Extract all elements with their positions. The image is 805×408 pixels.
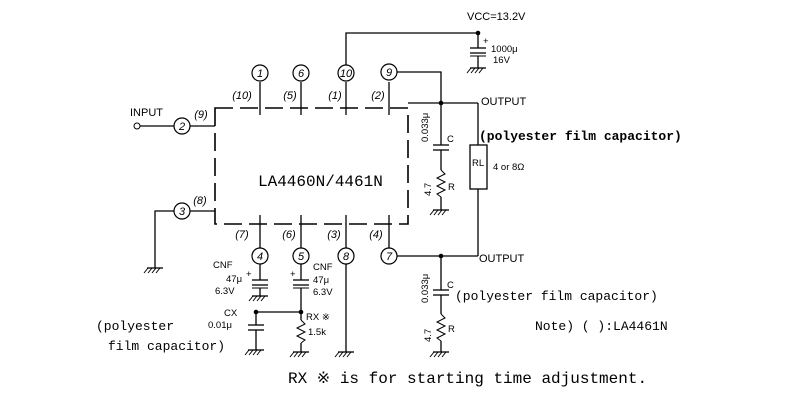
ground-symbol-supply — [466, 67, 486, 74]
rx-resistor — [289, 312, 309, 358]
pin-6-number: 6 — [298, 68, 305, 80]
pin-5-number: 5 — [298, 251, 305, 263]
pin-10-alt: (1) — [328, 90, 342, 102]
cnf-value: 47μ — [226, 274, 242, 285]
pin-10-number: 10 — [340, 68, 353, 80]
r-bot-value: 4.7 — [423, 329, 434, 342]
ground-symbol-pin3 — [143, 267, 163, 274]
pin-1-alt: (10) — [232, 90, 252, 102]
r-bot-name: R — [448, 324, 455, 335]
pin-2-alt: (9) — [194, 109, 208, 121]
ic-name: LA4460N/4461N — [258, 173, 383, 191]
cnf-label: CNF — [213, 260, 233, 271]
pin-3-alt: (8) — [193, 195, 207, 207]
polyester-left-line2: film capacitor) — [108, 339, 225, 354]
pin-7-number: 7 — [386, 251, 393, 263]
pin-5-alt: (6) — [282, 229, 296, 241]
pin-2: 2 (9) — [173, 109, 215, 135]
cnf-capacitor-pin4: + — [246, 264, 268, 302]
supply-cap-value: 1000μ — [491, 44, 518, 55]
pin-4: 4 (7) — [235, 215, 269, 265]
cx-capacitor — [244, 324, 264, 356]
svg-text:+: + — [246, 269, 252, 280]
rl-value: 4 or 8Ω — [493, 162, 524, 173]
snubber-bottom — [429, 256, 449, 358]
r-top-value: 4.7 — [423, 183, 434, 196]
rx-value: 1.5k — [308, 327, 326, 338]
c-bot-name: C — [447, 280, 454, 291]
pin-8-number: 8 — [343, 251, 350, 263]
pin-1-number: 1 — [257, 68, 263, 80]
cx-label: CX — [224, 308, 238, 319]
output-top-label: OUTPUT — [481, 96, 527, 108]
vcc-wire — [345, 32, 478, 65]
r-top-name: R — [448, 182, 455, 193]
ic-body — [214, 107, 409, 225]
pin-9: 9 (2) — [371, 63, 398, 115]
cnf-voltage: 6.3V — [215, 286, 235, 297]
polyester-top-label: (polyester film capacitor) — [479, 129, 682, 144]
pin-6: 6 (5) — [283, 64, 310, 115]
pin9-output-wire — [397, 71, 478, 104]
cnf2-voltage: 6.3V — [313, 287, 333, 298]
pin-8: 8 (3) — [327, 215, 355, 352]
input-label: INPUT — [130, 107, 163, 119]
c-top-value: 0.033μ — [420, 113, 431, 142]
rx-label: RX ※ — [306, 312, 330, 323]
pin-8-alt: (3) — [327, 229, 341, 241]
c-top-name: C — [447, 134, 454, 145]
pin-2-number: 2 — [178, 121, 185, 133]
polyester-left-line1: (polyester — [96, 319, 174, 334]
pin-5: 5 (6) — [282, 215, 310, 265]
input-terminal — [133, 122, 174, 130]
cnf-capacitor-pin5: + — [290, 264, 309, 312]
note-label: Note) ( ):LA4461N — [535, 319, 668, 334]
rl-name: RL — [472, 158, 484, 169]
vcc-label: VCC=13.2V — [467, 11, 526, 23]
output-bottom-label: OUTPUT — [479, 253, 525, 265]
svg-text:+: + — [290, 269, 296, 280]
c-bot-value: 0.033μ — [420, 274, 431, 303]
pin-3-number: 3 — [179, 206, 186, 218]
cnf2-label: CNF — [313, 262, 333, 273]
supply-cap-voltage: 16V — [493, 55, 511, 66]
cx-value: 0.01μ — [208, 320, 232, 331]
cx-rx-wire — [255, 311, 301, 325]
pin-7: 7 (4) — [369, 215, 478, 265]
pin-10: 10 (1) — [328, 64, 355, 115]
cx-node — [253, 309, 259, 315]
pin-9-number: 9 — [386, 67, 392, 79]
footnote: RX ※ is for starting time adjustment. — [288, 370, 647, 388]
load-resistor — [469, 103, 488, 256]
pin-4-number: 4 — [257, 251, 263, 263]
pin-9-alt: (2) — [371, 90, 385, 102]
svg-text:+: + — [483, 36, 489, 47]
cnf2-value: 47μ — [313, 275, 329, 286]
pin-7-alt: (4) — [369, 229, 383, 241]
ground-symbol-pin8 — [334, 351, 354, 358]
pin-4-alt: (7) — [235, 229, 249, 241]
snubber-top — [429, 103, 449, 216]
pin-3: 3 (8) — [154, 195, 215, 268]
pin-6-alt: (5) — [283, 90, 297, 102]
pin-1: 1 (10) — [232, 64, 269, 115]
polyester-bottom-label: (polyester film capacitor) — [455, 289, 658, 304]
supply-capacitor: + — [470, 33, 489, 68]
